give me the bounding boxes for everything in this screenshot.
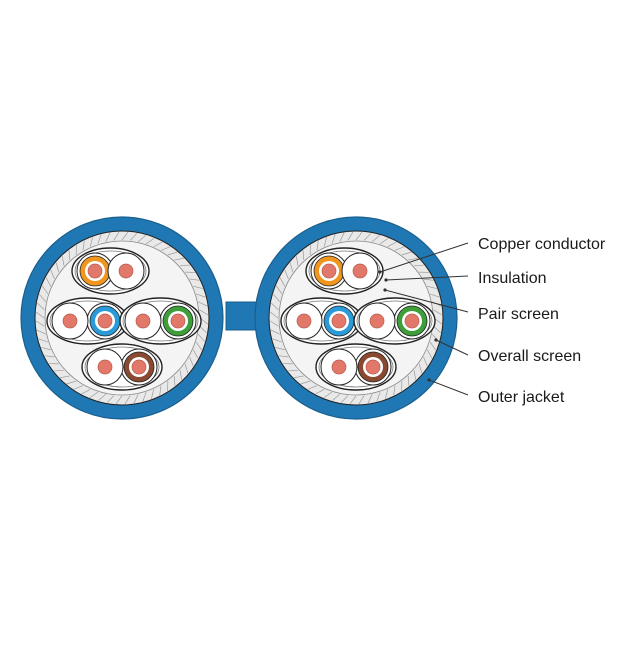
copper-conductor — [332, 360, 346, 374]
copper-conductor — [353, 264, 367, 278]
leader-dot-insulation — [384, 278, 387, 281]
copper-conductor — [322, 264, 336, 278]
pair-blue — [47, 298, 128, 344]
conductor-white-blue — [286, 303, 322, 339]
pair-orange — [306, 248, 383, 294]
leader-dot-outer-jacket — [427, 378, 430, 381]
conductor-white-green — [125, 303, 161, 339]
cable-left — [21, 217, 223, 419]
conductor-white-orange — [342, 253, 378, 289]
conductor-blue — [321, 303, 357, 339]
pair-brown — [82, 344, 162, 390]
label-overall-screen: Overall screen — [478, 348, 581, 365]
copper-conductor — [297, 314, 311, 328]
copper-conductor — [119, 264, 133, 278]
copper-conductor — [366, 360, 380, 374]
copper-conductor — [370, 314, 384, 328]
leader-dot-copper — [378, 270, 381, 273]
label-outer-jacket: Outer jacket — [478, 389, 565, 406]
conductor-white-blue — [52, 303, 88, 339]
copper-conductor — [98, 314, 112, 328]
conductor-brown — [121, 349, 157, 385]
conductor-blue — [87, 303, 123, 339]
label-pair-screen: Pair screen — [478, 306, 559, 323]
conductor-white-brown — [87, 349, 123, 385]
copper-conductor — [136, 314, 150, 328]
conductor-white-green — [359, 303, 395, 339]
copper-conductor — [332, 314, 346, 328]
label-insulation: Insulation — [478, 270, 547, 287]
leader-dot-pair-screen — [383, 288, 386, 291]
pair-green — [354, 298, 435, 344]
copper-conductor — [171, 314, 185, 328]
conductor-green — [394, 303, 430, 339]
leader-outer-jacket — [429, 380, 468, 395]
copper-conductor — [132, 360, 146, 374]
conductor-white-brown — [321, 349, 357, 385]
cable-right — [255, 217, 457, 419]
conductor-green — [160, 303, 196, 339]
label-copper-conductor: Copper conductor — [478, 236, 606, 253]
conductor-white-orange — [108, 253, 144, 289]
pair-green — [120, 298, 201, 344]
copper-conductor — [63, 314, 77, 328]
copper-conductor — [98, 360, 112, 374]
conductor-brown — [355, 349, 391, 385]
pair-brown — [316, 344, 396, 390]
copper-conductor — [88, 264, 102, 278]
copper-conductor — [405, 314, 419, 328]
pair-blue — [281, 298, 362, 344]
pair-orange — [72, 248, 149, 294]
leader-dot-overall-screen — [434, 338, 437, 341]
